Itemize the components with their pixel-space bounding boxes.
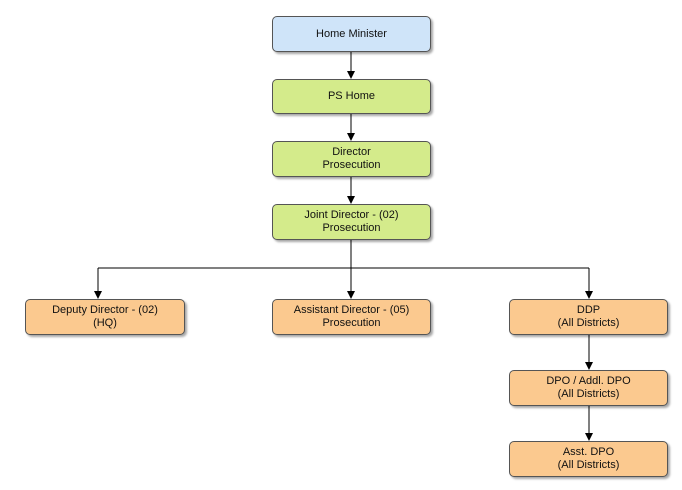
node-ps-home-label: PS Home [327,90,376,102]
node-asst-dpo-line1: Asst. DPO [562,446,615,458]
node-ddp-line1: DDP [576,304,601,316]
node-home-minister[interactable]: Home Minister [272,16,431,52]
node-ddp[interactable]: DDP (All Districts) [509,299,668,335]
node-assistant-director[interactable]: Assistant Director - (05) Prosecution [272,299,431,335]
node-director-line2: Prosecution [322,159,381,171]
node-asst-dpo-line2: (All Districts) [557,459,620,471]
node-deputy-director-line1: Deputy Director - (02) [52,304,158,316]
node-dpo[interactable]: DPO / Addl. DPO (All Districts) [509,370,668,406]
node-director-line1: Director [332,146,371,158]
node-joint-director[interactable]: Joint Director - (02) Prosecution [272,204,431,240]
node-asst-dpo[interactable]: Asst. DPO (All Districts) [509,441,668,477]
node-assistant-director-line2: Prosecution [322,317,381,329]
node-home-minister-label: Home Minister [316,27,387,40]
node-dpo-line2: (All Districts) [557,388,620,400]
node-director[interactable]: Director Prosecution [272,141,431,177]
node-ddp-line2: (All Districts) [557,317,620,329]
node-deputy-director-line2: (HQ) [93,317,117,329]
node-deputy-director[interactable]: Deputy Director - (02) (HQ) [25,299,185,335]
node-assistant-director-line1: Assistant Director - (05) [293,304,410,316]
node-joint-director-line2: Prosecution [322,222,381,234]
node-ps-home[interactable]: PS Home [272,79,431,114]
node-joint-director-line1: Joint Director - (02) [304,209,399,221]
node-dpo-line1: DPO / Addl. DPO [546,375,631,387]
